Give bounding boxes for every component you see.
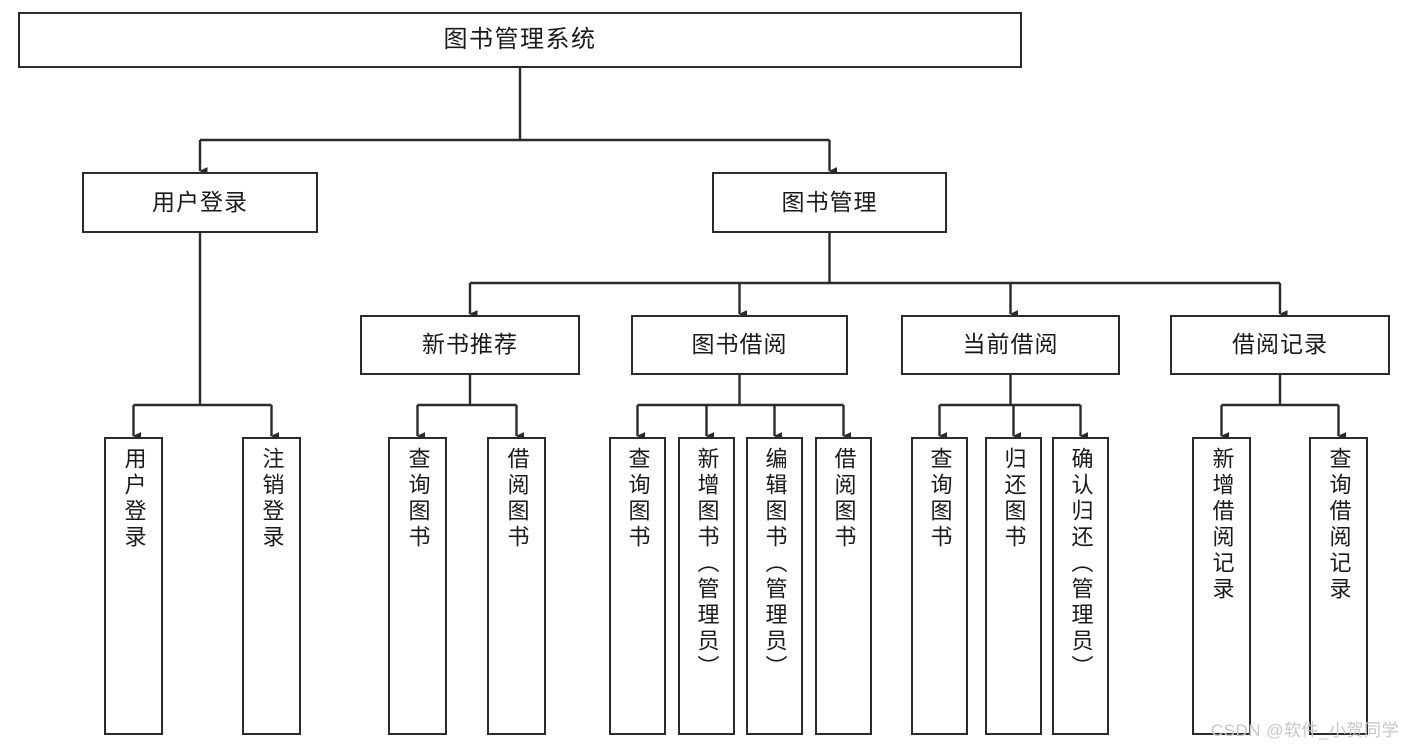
node-leaf1[interactable]: 用户登录 [104,437,163,735]
node-leaf3[interactable]: 查询图书 [388,437,447,735]
node-leaf7[interactable]: 编辑图书（管理员） [746,437,803,735]
node-bookmgmt[interactable]: 图书管理 [712,172,947,233]
node-leaf12[interactable]: 新增借阅记录 [1192,437,1251,735]
node-label: 归还图书 [1001,447,1027,551]
node-label: 用户登录 [152,188,248,215]
node-label: 借阅记录 [1232,331,1328,358]
node-label: 查询图书 [927,447,953,551]
node-borrow[interactable]: 图书借阅 [631,315,848,375]
node-label: 确认归还（管理员） [1068,447,1094,681]
node-leaf8[interactable]: 借阅图书 [815,437,872,735]
node-label: 图书管理 [781,188,878,215]
node-leaf13[interactable]: 查询借阅记录 [1309,437,1368,735]
node-label: 当前借阅 [962,331,1059,358]
node-leaf6[interactable]: 新增图书（管理员） [678,437,735,735]
node-leaf2[interactable]: 注销登录 [242,437,301,735]
node-label: 用户登录 [121,447,147,551]
node-leaf9[interactable]: 查询图书 [911,437,968,735]
node-leaf5[interactable]: 查询图书 [609,437,666,735]
node-label: 新书推荐 [422,331,518,358]
node-label: 编辑图书（管理员） [762,447,788,681]
node-leaf4[interactable]: 借阅图书 [487,437,546,735]
watermark: CSDN @软件_小贺同学 [1210,721,1399,740]
connector-lines [132,68,1347,440]
node-label: 借阅图书 [831,447,857,551]
node-records[interactable]: 借阅记录 [1170,315,1390,375]
node-label: 图书借阅 [691,331,788,358]
node-login[interactable]: 用户登录 [82,172,318,233]
node-label: 新增图书（管理员） [694,447,720,681]
node-label: 注销登录 [259,447,285,551]
node-label: 查询借阅记录 [1326,447,1352,603]
node-root[interactable]: 图书管理系统 [18,12,1022,68]
node-label: 新增借阅记录 [1209,447,1235,603]
node-leaf11[interactable]: 确认归还（管理员） [1052,437,1109,735]
node-label: 借阅图书 [504,447,530,551]
node-leaf10[interactable]: 归还图书 [985,437,1042,735]
node-label: 查询图书 [405,447,431,551]
node-current[interactable]: 当前借阅 [901,315,1120,375]
node-label: 查询图书 [625,447,651,551]
node-label: 图书管理系统 [443,25,597,53]
node-newbook[interactable]: 新书推荐 [360,315,580,375]
